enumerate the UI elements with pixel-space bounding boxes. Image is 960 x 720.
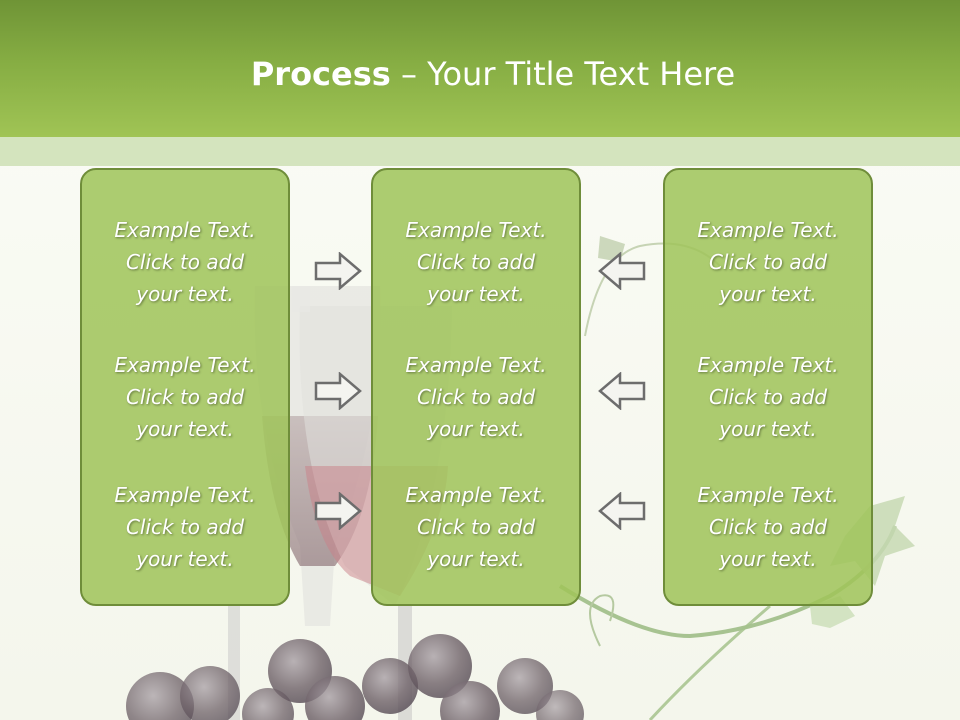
slide-title[interactable]: Process – Your Title Text Here: [0, 52, 960, 96]
arrow-left-icon: [598, 252, 646, 290]
text-line: Example Text.: [697, 218, 839, 242]
text-line: your text.: [427, 547, 525, 571]
text-line: your text.: [136, 417, 234, 441]
text-line: Click to add: [416, 385, 536, 409]
text-line: your text.: [719, 547, 817, 571]
text-line: Example Text.: [405, 353, 547, 377]
text-line: Click to add: [416, 250, 536, 274]
slide-title-bold: Process: [250, 55, 391, 93]
text-line: Example Text.: [697, 483, 839, 507]
text-line: Click to add: [125, 250, 245, 274]
text-line: your text.: [427, 417, 525, 441]
text-line: Click to add: [708, 250, 828, 274]
title-header-bar: [0, 0, 960, 137]
process-box-center[interactable]: Example Text. Click to add your text. Ex…: [371, 168, 581, 606]
text-line: Example Text.: [405, 218, 547, 242]
text-line: your text.: [136, 282, 234, 306]
text-item[interactable]: Example Text. Click to add your text.: [82, 349, 288, 445]
text-line: Example Text.: [697, 353, 839, 377]
text-item[interactable]: Example Text. Click to add your text.: [373, 214, 579, 310]
arrow-left-icon: [598, 372, 646, 410]
text-item[interactable]: Example Text. Click to add your text.: [665, 479, 871, 575]
text-item[interactable]: Example Text. Click to add your text.: [82, 214, 288, 310]
text-line: Example Text.: [405, 483, 547, 507]
text-line: Example Text.: [114, 218, 256, 242]
text-line: Click to add: [708, 515, 828, 539]
text-line: Click to add: [125, 385, 245, 409]
text-item[interactable]: Example Text. Click to add your text.: [665, 349, 871, 445]
text-line: Example Text.: [114, 353, 256, 377]
text-item[interactable]: Example Text. Click to add your text.: [82, 479, 288, 575]
arrow-right-icon: [314, 252, 362, 290]
text-line: Click to add: [416, 515, 536, 539]
text-item[interactable]: Example Text. Click to add your text.: [665, 214, 871, 310]
text-line: your text.: [427, 282, 525, 306]
arrow-right-icon: [314, 492, 362, 530]
process-box-right[interactable]: Example Text. Click to add your text. Ex…: [663, 168, 873, 606]
text-line: your text.: [719, 417, 817, 441]
text-item[interactable]: Example Text. Click to add your text.: [373, 349, 579, 445]
header-accent-band: [0, 137, 960, 166]
text-line: your text.: [136, 547, 234, 571]
text-line: Click to add: [708, 385, 828, 409]
slide-title-rest: – Your Title Text Here: [390, 55, 736, 93]
arrow-right-icon: [314, 372, 362, 410]
text-item[interactable]: Example Text. Click to add your text.: [373, 479, 579, 575]
process-box-left[interactable]: Example Text. Click to add your text. Ex…: [80, 168, 290, 606]
arrow-left-icon: [598, 492, 646, 530]
text-line: Example Text.: [114, 483, 256, 507]
text-line: your text.: [719, 282, 817, 306]
text-line: Click to add: [125, 515, 245, 539]
